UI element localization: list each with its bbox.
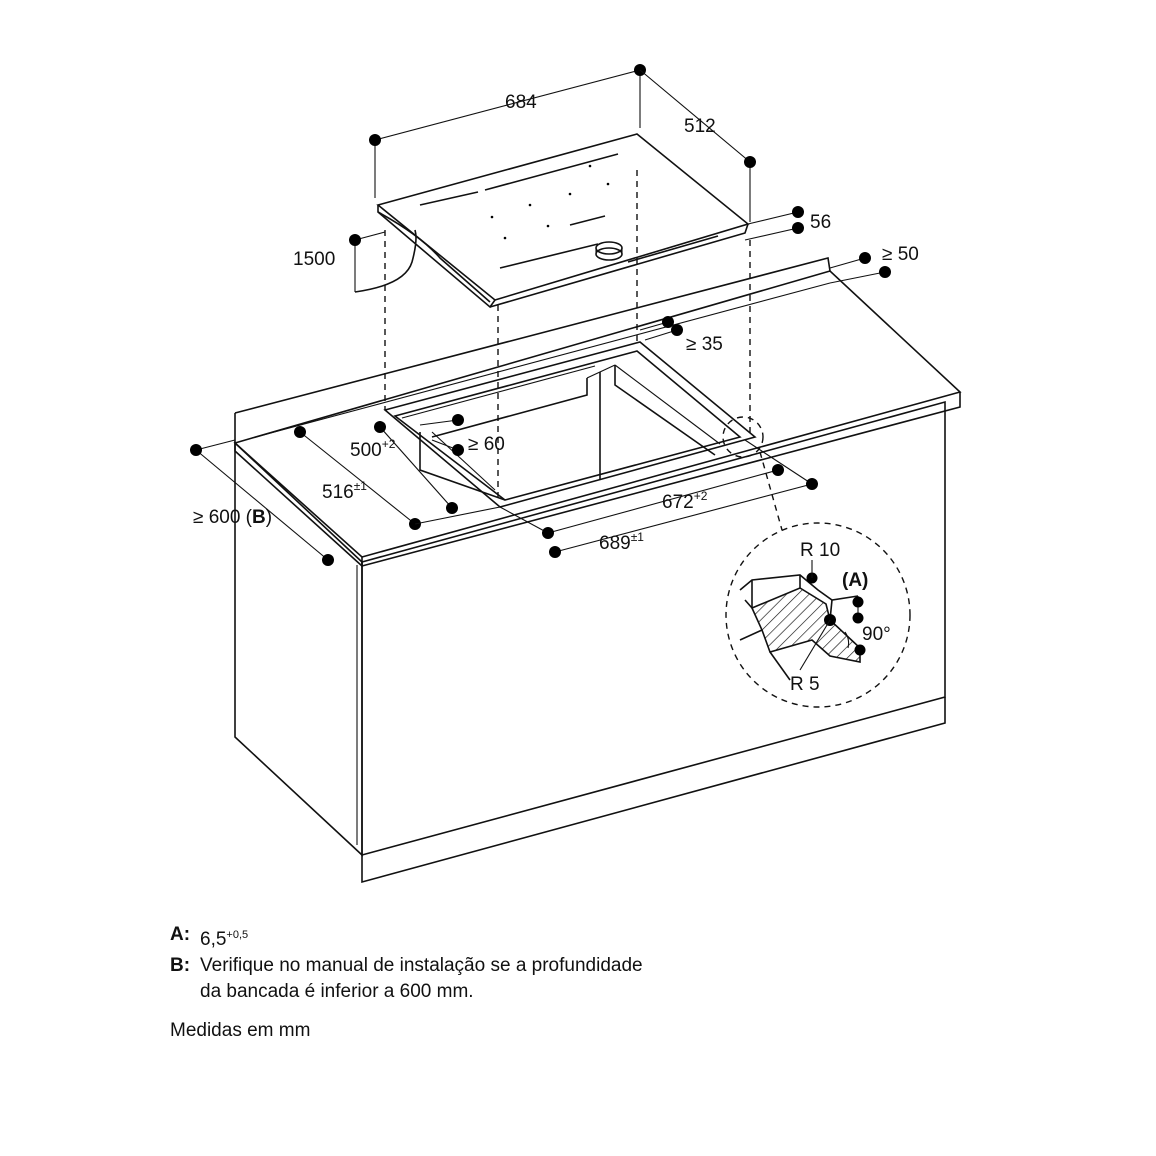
power-cable: [354, 229, 417, 293]
projection-lines: [384, 170, 751, 500]
label-front-gap: ≥ 60: [468, 434, 505, 455]
cutout: [383, 341, 757, 508]
label-rear-gap-2: ≥ 35: [686, 334, 723, 355]
legend-b-text: Verifique no manual de instalação se a p…: [200, 955, 643, 1002]
label-500: 500+2: [350, 437, 396, 461]
countertop: [233, 257, 962, 568]
dimension-labels: 684 512 56 1500 ≥ 50 ≥ 35 500+2 ≥ 60 516…: [193, 92, 919, 695]
dimension-lines: [190, 64, 891, 566]
label-counter-depth: ≥ 600 (B): [193, 507, 272, 528]
label-56: 56: [810, 212, 831, 233]
units-note: Medidas em mm: [170, 1020, 311, 1041]
legend-a-value: 6,5+0,5: [200, 929, 249, 950]
label-689: 689±1: [599, 530, 644, 554]
label-detail-a: (A): [842, 570, 868, 591]
label-angle: 90°: [862, 624, 891, 645]
label-672: 672+2: [662, 489, 708, 513]
label-1500: 1500: [293, 249, 335, 270]
label-r5: R 5: [790, 674, 820, 695]
label-rear-gap: ≥ 50: [882, 244, 919, 265]
detail-magnifier: [722, 416, 911, 708]
legend-a: A: 6,5+0,5: [170, 922, 643, 953]
legend-b: B: Verifique no manual de instalação se …: [170, 953, 643, 1005]
legend-a-key: A:: [170, 924, 191, 945]
legend: A: 6,5+0,5 B: Verifique no manual de ins…: [170, 922, 643, 1005]
label-512: 512: [684, 116, 716, 137]
label-r10: R 10: [800, 540, 840, 561]
label-684: 684: [505, 92, 537, 113]
legend-b-key: B:: [170, 955, 191, 976]
hob: [376, 133, 750, 309]
label-516: 516±1: [322, 479, 367, 503]
